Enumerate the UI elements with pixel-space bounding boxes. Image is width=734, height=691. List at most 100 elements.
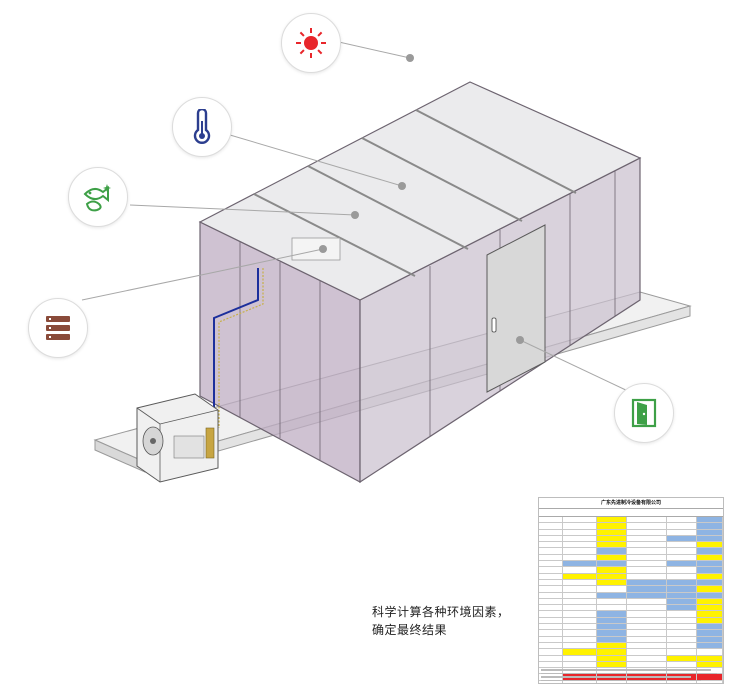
condensing-unit <box>136 393 219 483</box>
door-icon <box>631 398 657 428</box>
report-table-cell <box>563 548 597 554</box>
report-notes <box>541 667 721 681</box>
report-table-row <box>539 661 723 669</box>
thermometer-icon-badge <box>172 97 232 157</box>
report-table-cell <box>597 529 627 535</box>
report-table-row <box>539 542 723 549</box>
report-table-row <box>539 680 723 683</box>
report-table-cell <box>563 617 597 624</box>
report-table-cell <box>627 592 667 598</box>
report-table-cell <box>539 554 563 561</box>
report-table-cell <box>539 567 563 573</box>
fish-meat-icon <box>83 184 111 212</box>
report-table-cell <box>667 523 697 529</box>
report-table-cell <box>697 611 723 617</box>
report-table-cell <box>539 668 563 674</box>
report-table-cell <box>563 529 597 535</box>
report-table-cell <box>563 649 597 655</box>
report-table-cell <box>597 542 627 548</box>
report-table-row <box>539 523 723 530</box>
report-table-cell <box>597 598 627 605</box>
report-table-cell <box>597 592 627 598</box>
report-table-cell <box>667 567 697 573</box>
report-table-cell <box>667 605 697 611</box>
report-table-cell <box>667 592 697 598</box>
report-table-cell <box>627 517 667 523</box>
report-table-cell <box>563 642 597 649</box>
report-table-cell <box>697 542 723 548</box>
thermometer-icon <box>193 109 211 144</box>
report-table-cell <box>697 517 723 523</box>
report-table-cell <box>627 680 667 683</box>
report-table-cell <box>627 561 667 567</box>
report-table-cell <box>627 642 667 649</box>
leader-lines <box>81 39 631 393</box>
report-table-cell <box>597 661 627 668</box>
report-table-cell <box>597 680 627 683</box>
report-table-cell <box>627 605 667 611</box>
report-table-cell <box>697 624 723 630</box>
report-table-cell <box>697 680 723 683</box>
report-table-row <box>539 649 723 656</box>
report-table-cell <box>597 605 627 611</box>
report-table-cell <box>597 617 627 624</box>
report-table-cell <box>539 605 563 611</box>
report-table-row <box>539 624 723 631</box>
report-table-cell <box>667 636 697 642</box>
report-table-cell <box>563 630 597 636</box>
report-table-row <box>539 529 723 536</box>
report-table-cell <box>697 630 723 636</box>
report-table-cell <box>563 624 597 630</box>
report-table-cell <box>539 649 563 655</box>
report-table-cell <box>627 523 667 529</box>
report-table-cell <box>597 548 627 554</box>
report-table-row <box>539 655 723 662</box>
report-table-cell <box>627 655 667 661</box>
report-table-cell <box>539 586 563 592</box>
report-table-row <box>539 586 723 593</box>
report-table-cell <box>563 523 597 529</box>
report-table-cell <box>627 649 667 655</box>
report-table-cell <box>627 554 667 561</box>
report-table-cell <box>563 573 597 579</box>
report-table-cell <box>697 592 723 598</box>
report-table-row <box>539 617 723 625</box>
report-table-cell <box>597 535 627 542</box>
storage-icon-badge <box>28 298 88 358</box>
report-table-cell <box>667 611 697 617</box>
report-table-cell <box>667 573 697 579</box>
report-table-cell <box>667 617 697 624</box>
report-table-cell <box>697 567 723 573</box>
report-table-cell <box>667 561 697 567</box>
report-table-cell <box>697 548 723 554</box>
report-table-cell <box>697 617 723 624</box>
report-table-cell <box>539 535 563 542</box>
report-table-cell <box>667 529 697 535</box>
sun-icon-badge <box>281 13 341 73</box>
report-table-cell <box>597 517 627 523</box>
report-table-cell <box>597 561 627 567</box>
report-table-cell <box>539 592 563 598</box>
report-table-cell <box>539 573 563 579</box>
report-table-cell <box>667 586 697 592</box>
report-table-cell <box>667 649 697 655</box>
report-table-cell <box>667 624 697 630</box>
report-table-cell <box>597 554 627 561</box>
report-table-cell <box>627 630 667 636</box>
report-table-cell <box>627 579 667 586</box>
report-table-cell <box>627 548 667 554</box>
report-table-cell <box>563 668 597 674</box>
report-table-cell <box>697 649 723 655</box>
report-table-cell <box>563 554 597 561</box>
report-table-cell <box>539 655 563 661</box>
report-table-cell <box>539 611 563 617</box>
report-table-cell <box>627 529 667 535</box>
load-calculation-report: 广东先进制冷设备有限公司 <box>538 497 724 684</box>
report-table-cell <box>539 630 563 636</box>
report-table-cell <box>697 661 723 668</box>
report-table-cell <box>539 542 563 548</box>
report-table-cell <box>597 611 627 617</box>
report-table-cell <box>539 561 563 567</box>
report-table-row <box>539 605 723 612</box>
